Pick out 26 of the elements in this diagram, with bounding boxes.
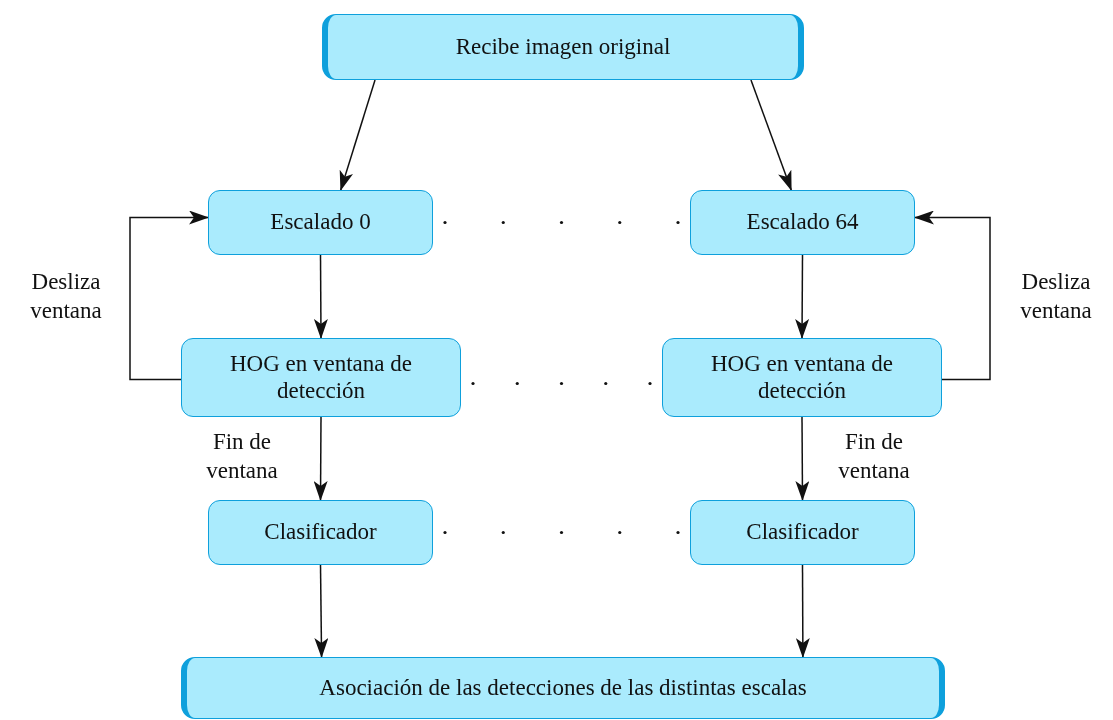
process-box <box>181 657 945 719</box>
arrow <box>750 79 792 191</box>
process-box <box>690 190 915 255</box>
box-label: Clasificador <box>745 519 860 546</box>
process-box <box>208 190 433 255</box>
box-label: Asociación de las detecciones de las distintas escalas <box>318 674 808 702</box>
arrow <box>795 564 810 658</box>
box-label: Escalado 64 <box>745 209 860 236</box>
arrow <box>129 210 209 381</box>
arrow <box>795 254 810 339</box>
arrow <box>795 416 810 501</box>
process-box <box>181 338 461 417</box>
box-label: Recibe imagen original <box>454 33 672 61</box>
process-box <box>662 338 942 417</box>
box-label: Escalado 0 <box>269 209 372 236</box>
arrow <box>313 416 328 501</box>
arrow <box>914 210 991 381</box>
process-box <box>322 14 804 80</box>
process-box <box>208 500 433 565</box>
box-label: HOG en ventana de detección <box>229 351 413 404</box>
arrow <box>313 254 328 339</box>
arrow <box>314 564 329 658</box>
process-box <box>690 500 915 565</box>
box-label: Clasificador <box>263 519 378 546</box>
arrow <box>339 79 376 191</box>
box-label: HOG en ventana de detección <box>710 351 894 404</box>
